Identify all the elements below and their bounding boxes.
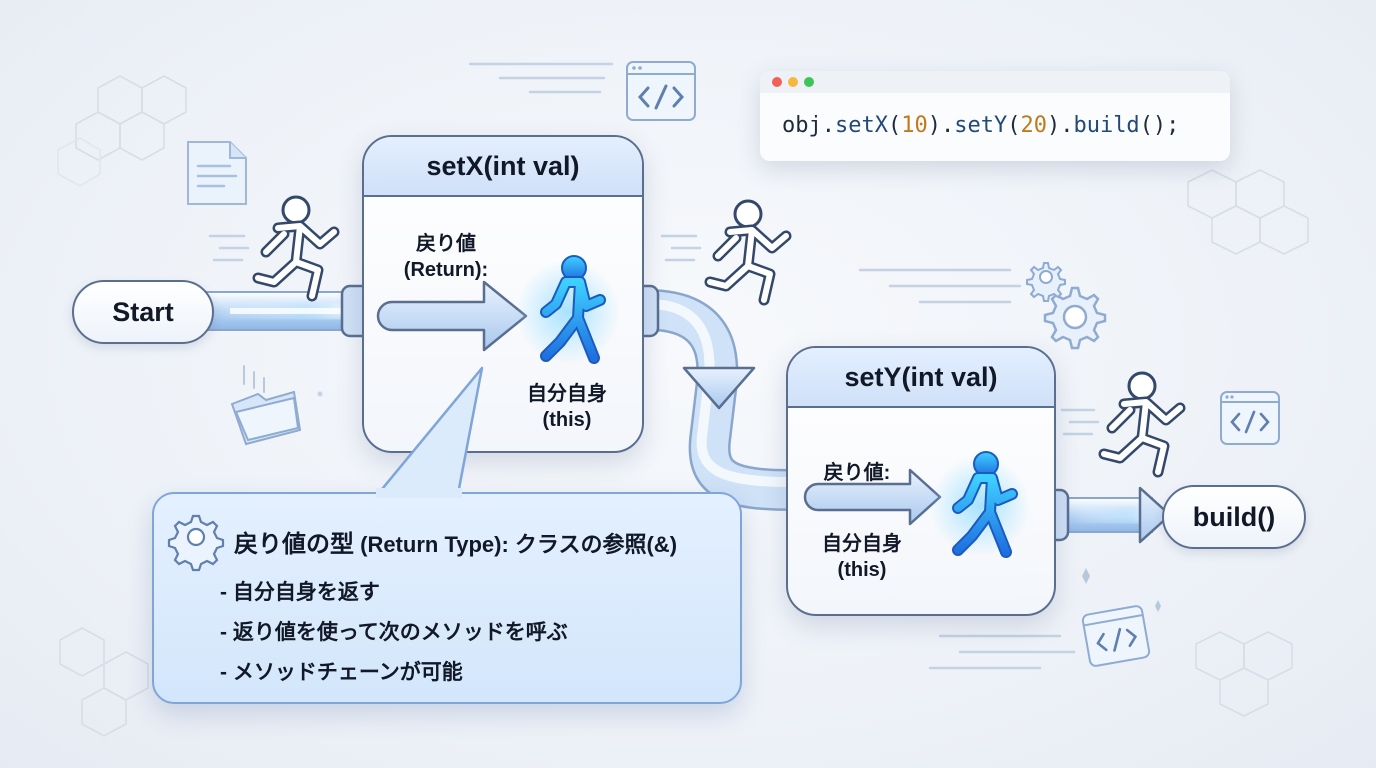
sety-title: setY(int val): [788, 348, 1054, 408]
sety-self-label-line1: 自分自身: [822, 533, 902, 555]
close-dot-icon: [772, 77, 782, 87]
code-suffix: ();: [1139, 113, 1180, 138]
sety-self-label-line2: (this): [837, 559, 887, 581]
code-window-icon: [626, 61, 696, 121]
callout-title: 戻り値の型 (Return Type): クラスの参照(&): [234, 524, 677, 559]
callout-title-jp: 戻り値の型: [234, 531, 354, 558]
code-prefix: obj.: [782, 113, 835, 138]
setx-return-label: 戻り値 (Return):: [390, 231, 502, 283]
code-fn-sety: setY: [954, 113, 1008, 138]
code-snippet-window: obj.setX(10).setY(20).build();: [760, 71, 1230, 161]
code-line: obj.setX(10).setY(20).build();: [782, 113, 1180, 138]
start-connector: [204, 284, 372, 338]
runner-icon: [1060, 371, 1186, 478]
code-window-titlebar: [760, 71, 1230, 93]
build-connector: [1040, 486, 1172, 544]
sety-self-label: 自分自身 (this): [806, 531, 918, 583]
code-arg-10: 10: [901, 113, 928, 138]
gear-icon: [1026, 262, 1066, 302]
setx-self-label-line1: 自分自身: [527, 383, 607, 405]
callout-bullet: - 返り値を使って次のメソッドを呼ぶ: [220, 621, 568, 644]
return-type-callout: 戻り値の型 (Return Type): クラスの参照(&) - 自分自身を返す…: [152, 492, 742, 704]
speed-lines: [468, 62, 1076, 670]
code-window-icon: [1081, 605, 1151, 667]
setx-self-label: 自分自身 (this): [510, 381, 624, 433]
code-window-icon: [1220, 391, 1280, 445]
callout-bullet: - 自分自身を返す: [220, 581, 380, 604]
callout-title-rest: (Return Type): クラスの参照(&): [354, 532, 678, 557]
start-node: Start: [72, 280, 214, 344]
build-label: build(): [1192, 501, 1276, 532]
minimize-dot-icon: [788, 77, 798, 87]
maximize-dot-icon: [804, 77, 814, 87]
code-fn-setx: setX: [834, 113, 888, 138]
code-arg-20: 20: [1020, 113, 1047, 138]
setx-title: setX(int val): [364, 137, 642, 197]
start-label: Start: [112, 296, 174, 327]
document-icon: [187, 141, 247, 205]
runner-icon: [660, 199, 792, 306]
folder-icon: [230, 365, 323, 446]
build-node: build(): [1162, 485, 1306, 549]
setx-return-label-line2: (Return):: [403, 259, 489, 281]
background-hexagons: [57, 75, 1309, 737]
gear-icon: [1043, 286, 1107, 350]
sparkle-icon: [1082, 568, 1161, 612]
callout-bullet: - メソッドチェーンが可能: [220, 661, 463, 684]
sety-return-label: 戻り値:: [823, 462, 891, 484]
runner-icon: [208, 195, 340, 302]
code-fn-build: build: [1073, 113, 1140, 138]
curved-connector: [630, 284, 808, 517]
setx-return-label-line1: 戻り値: [416, 233, 476, 255]
setx-self-label-line2: (this): [542, 409, 592, 431]
